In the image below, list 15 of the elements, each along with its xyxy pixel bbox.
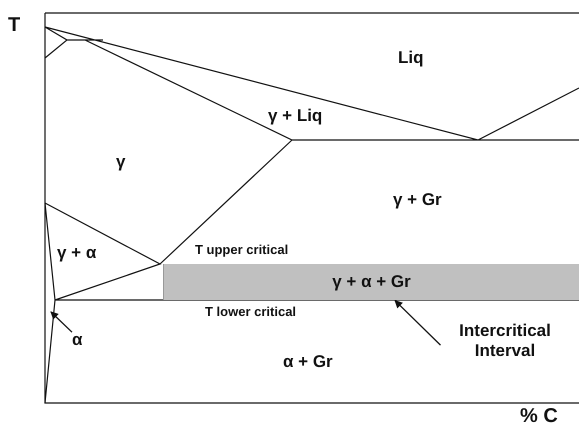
leader-arrow xyxy=(394,300,441,346)
temperature-label: T lower critical xyxy=(205,305,296,320)
phase-label: α + Gr xyxy=(283,352,333,372)
axis-label: T xyxy=(8,14,20,37)
axis-label: % C xyxy=(520,405,558,428)
phase-label: α xyxy=(72,330,88,352)
phase-label: γ + α xyxy=(57,243,96,263)
phase-label: γ + Liq xyxy=(268,106,322,126)
temperature-label: T upper critical xyxy=(195,243,288,258)
leader-arrow xyxy=(50,311,72,333)
phase-label: γ + Gr xyxy=(393,190,442,210)
phase-label: γ xyxy=(116,152,126,172)
shaded-band: γ + α + Gr xyxy=(163,264,579,300)
annotation-text: Intercritical Interval xyxy=(430,318,579,364)
phase-label: Liq xyxy=(398,48,424,68)
